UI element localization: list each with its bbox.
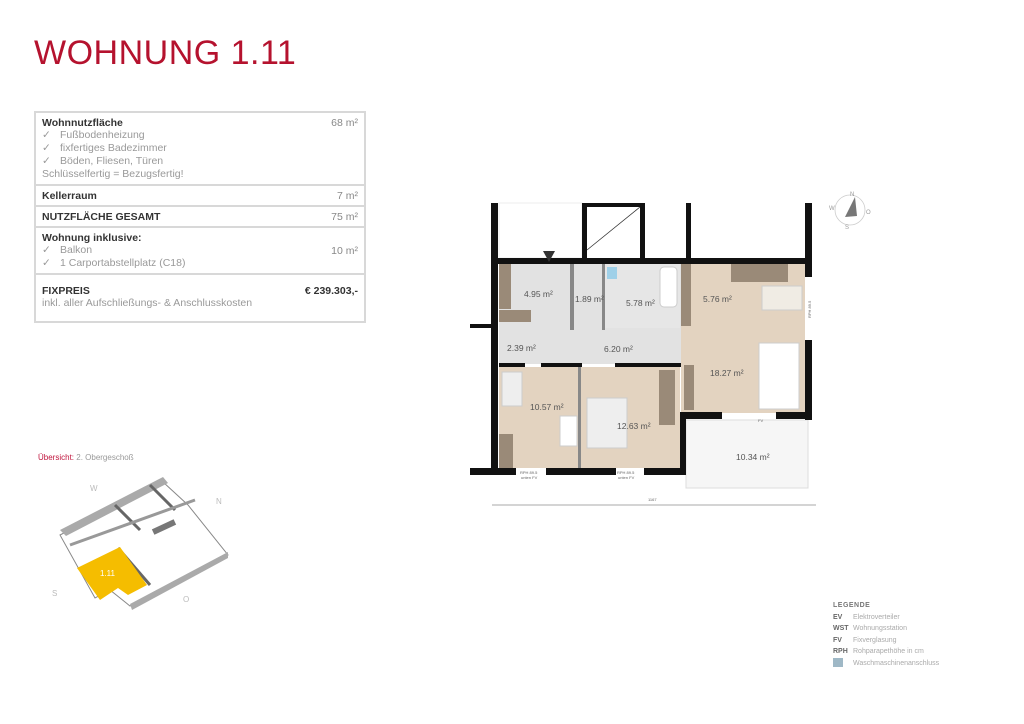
- svg-text:N: N: [850, 192, 854, 198]
- fixpreis-section: FIXPREIS € 239.303,- inkl. aller Aufschl…: [36, 275, 364, 321]
- keller-section: Kellerraum 7 m²: [36, 186, 364, 207]
- washing-machine-icon: [607, 267, 617, 279]
- rph-label: RPH 89.5: [520, 470, 538, 475]
- rph-label: RPH 89.5: [617, 470, 635, 475]
- apartment-info-table: Wohnnutzfläche 68 m² ✓Fußbodenheizung ✓f…: [34, 111, 366, 323]
- compass-icon: N W S O: [829, 192, 871, 231]
- overview-wall: [60, 477, 168, 536]
- feature-item: ✓1 Carportabstellplatz (C18): [42, 257, 186, 269]
- overview-dir-o: O: [183, 595, 189, 604]
- fixpreis-value: € 239.303,-: [304, 285, 358, 297]
- overview-dir-w: W: [90, 484, 98, 493]
- overview-dir-n: N: [216, 497, 222, 506]
- legend-item: Waschmaschinenanschluss: [833, 658, 939, 670]
- wohnnutz-note: Schlüsselfertig = Bezugsfertig!: [42, 168, 184, 180]
- check-icon: ✓: [42, 155, 51, 167]
- feature-item: ✓fixfertiges Badezimmer: [42, 142, 167, 154]
- bathtub-icon: [659, 266, 678, 308]
- room-label-bed2: 12.63 m²: [617, 421, 651, 431]
- fv-label: FV: [758, 418, 763, 423]
- check-icon: ✓: [42, 244, 51, 256]
- inklusive-section: Wohnung inklusive: 10 m² ✓Balkon ✓1 Carp…: [36, 228, 364, 275]
- washing-machine-icon: [833, 658, 843, 668]
- dimension-label: 1167: [648, 497, 657, 502]
- feature-item: ✓Balkon: [42, 244, 93, 256]
- svg-text:O: O: [866, 210, 871, 216]
- room-label-bath: 5.78 m²: [626, 298, 655, 308]
- svg-text:W: W: [829, 206, 835, 212]
- room-label-bed1: 10.57 m²: [530, 402, 564, 412]
- fixpreis-label: FIXPREIS: [42, 285, 90, 297]
- gesamt-value: 75 m²: [331, 211, 358, 223]
- feature-item: ✓Böden, Fliesen, Türen: [42, 155, 164, 167]
- overview-unit-label: 1.11: [100, 569, 116, 578]
- entrance-arrow-icon: [543, 251, 555, 262]
- svg-text:S: S: [845, 225, 849, 231]
- wohnnutz-label: Wohnnutzfläche: [42, 117, 123, 129]
- overview-unit-highlight: [77, 547, 147, 600]
- gesamt-label: NUTZFLÄCHE GESAMT: [42, 211, 161, 223]
- balkon-value: 10 m²: [331, 245, 358, 257]
- room-label-balcony: 10.34 m²: [736, 452, 770, 462]
- inklusive-label: Wohnung inklusive:: [42, 232, 142, 244]
- check-icon: ✓: [42, 142, 51, 154]
- overview-dir-s: S: [52, 589, 57, 598]
- keller-label: Kellerraum: [42, 190, 97, 202]
- overview-map: 1.11 W N S O: [52, 477, 229, 610]
- fixpreis-note: inkl. aller Aufschließungs- & Anschlussk…: [42, 297, 253, 309]
- check-icon: ✓: [42, 129, 51, 141]
- rph-label-window: RPH 89.5: [807, 300, 812, 318]
- walls: [470, 203, 812, 475]
- gesamt-section: NUTZFLÄCHE GESAMT 75 m²: [36, 207, 364, 228]
- room-label-kitchen: 5.76 m²: [703, 294, 732, 304]
- room-label-corridor: 6.20 m²: [604, 344, 633, 354]
- feature-item: ✓Fußbodenheizung: [42, 129, 145, 141]
- check-icon: ✓: [42, 257, 51, 269]
- wohnnutzflaeche-section: Wohnnutzfläche 68 m² ✓Fußbodenheizung ✓f…: [36, 113, 364, 186]
- wohnnutz-value: 68 m²: [331, 117, 358, 129]
- rph-fv-label: unten FV: [618, 475, 635, 480]
- room-label-wc: 1.89 m²: [575, 294, 604, 304]
- room-label-living: 18.27 m²: [710, 368, 744, 378]
- page-title: WOHNUNG 1.11: [34, 34, 297, 72]
- room-label-storage: 2.39 m²: [507, 343, 536, 353]
- legend-title: LEGENDE: [833, 602, 871, 609]
- overview-label: Übersicht: 2. Obergeschoß: [38, 453, 134, 462]
- rph-fv-label: unten FV: [521, 475, 538, 480]
- room-label-entry: 4.95 m²: [524, 289, 553, 299]
- keller-value: 7 m²: [337, 190, 358, 202]
- floor-plan: 4.95 m² 1.89 m² 5.78 m² 5.76 m² 2.39 m² …: [470, 192, 871, 506]
